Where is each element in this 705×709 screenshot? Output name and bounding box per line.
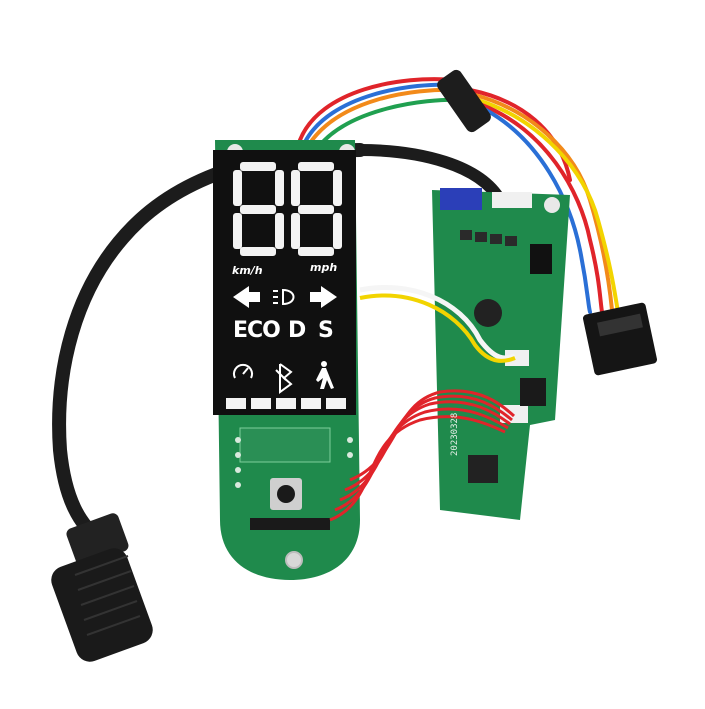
battery-bars [226, 398, 346, 409]
controller-board [432, 188, 570, 520]
mode-eco-label: ECO [233, 318, 281, 343]
speed-unit-kmh-label: km/h [232, 264, 263, 277]
mode-sport-label: S [318, 318, 334, 343]
cable-connector [51, 513, 153, 662]
arrow-left-icon [233, 286, 260, 308]
white-wire [359, 284, 516, 361]
speed-unit-mph-label: mph [310, 261, 338, 274]
bluetooth-icon [275, 363, 293, 394]
walk-icon [316, 361, 334, 389]
side-connector [582, 302, 658, 376]
red-wires [329, 389, 516, 522]
yellow-wire [359, 293, 516, 363]
mode-drive-label: D [288, 318, 307, 343]
board-date-code: 20230328 [450, 412, 460, 456]
wire-sleeve [437, 69, 491, 133]
arrow-right-icon [310, 286, 337, 308]
speed-digits [233, 162, 342, 256]
cruise-icon [233, 363, 253, 379]
headlight-icon [273, 288, 295, 306]
